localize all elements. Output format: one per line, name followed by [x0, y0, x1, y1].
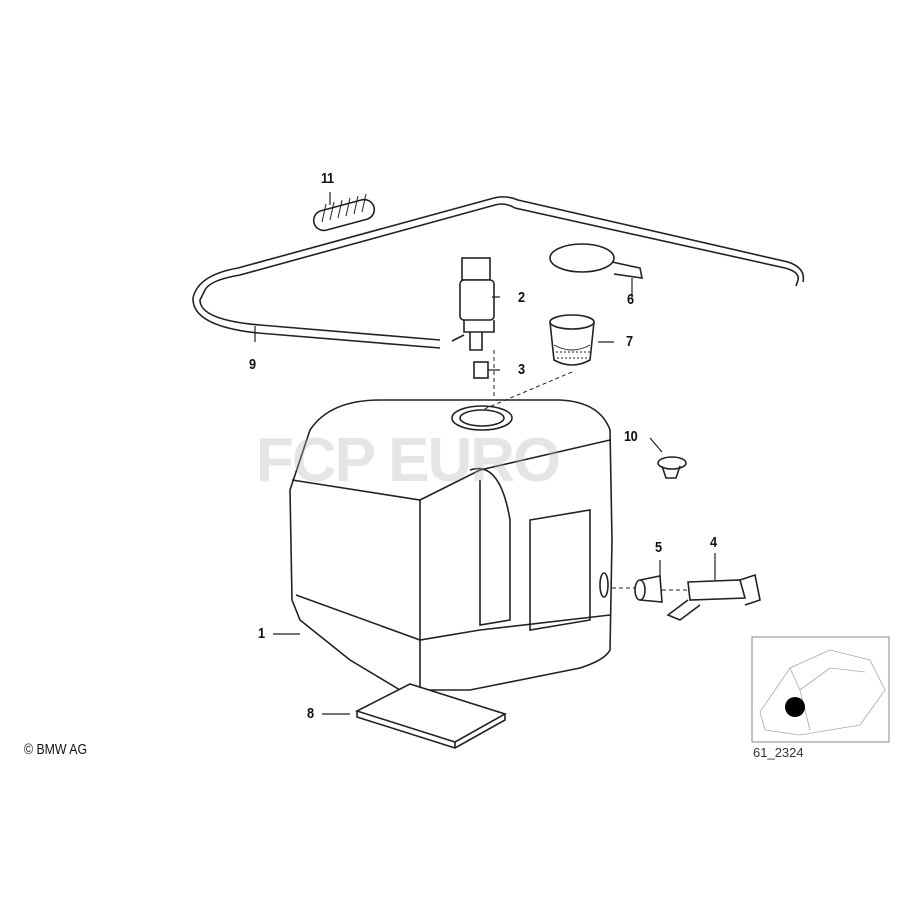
location-marker [785, 697, 805, 717]
callout-10: 10 [624, 428, 638, 445]
vehicle-location-inset [751, 636, 890, 743]
callout-3: 3 [518, 361, 525, 378]
level-sensor-part [666, 573, 761, 621]
tank-part [289, 399, 613, 691]
callout-8: 8 [307, 705, 314, 722]
callout-2: 2 [518, 289, 525, 306]
callout-6: 6 [627, 291, 634, 308]
plug-part [657, 456, 687, 479]
hose-part-inner [192, 196, 805, 349]
copyright: © BMW AG [24, 741, 88, 758]
spring-part [312, 193, 376, 232]
strainer-part [549, 314, 595, 366]
callout-7: 7 [626, 333, 633, 350]
hose-part [199, 203, 800, 341]
cap-part [549, 243, 644, 279]
watermark: FCP EURO [256, 426, 561, 495]
pump-part [451, 257, 495, 379]
callout-11: 11 [321, 170, 334, 187]
callout-9: 9 [249, 356, 256, 373]
pad-part [354, 683, 508, 749]
reference-code: 61_2324 [753, 745, 804, 760]
callout-4: 4 [710, 534, 717, 551]
callout-5: 5 [655, 539, 662, 556]
grommet-part [634, 575, 663, 603]
leader-lines [254, 192, 716, 715]
callout-1: 1 [258, 625, 265, 642]
